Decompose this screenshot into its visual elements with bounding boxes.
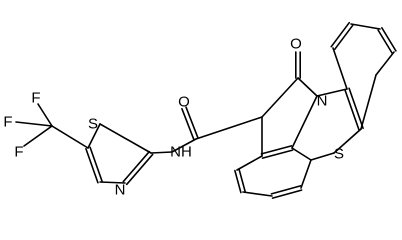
bond-Ct-St [99, 123, 152, 154]
thiazole-sulfur-label: S [88, 116, 98, 133]
bond-C2-A1 [236, 155, 263, 171]
bond-NH-Ct [150, 151, 173, 154]
ketone-oxygen-label: O [290, 36, 302, 53]
bond-C4-C5 [85, 147, 99, 184]
bond-R2-R7 [360, 74, 377, 130]
bond-Ccarb-C1 [261, 77, 299, 118]
bond-C4-C5 [89, 146, 103, 183]
bond-R7-R1 [348, 87, 364, 130]
phenothiazine-sulfur-label: S [334, 146, 344, 163]
molecule-structure: O O N S S N NH F F F [3, 21, 397, 199]
bond-St-C5 [87, 123, 101, 149]
fluorine-1-label: F [31, 90, 40, 107]
bond-S-R7 [333, 128, 362, 154]
bond-A1-A2 [234, 169, 242, 194]
bond-CF3-F2 [15, 121, 53, 127]
amide-oxygen-label: O [178, 94, 190, 111]
bond-C5-CF3 [51, 125, 89, 149]
bond-Ca-Oam [185, 106, 199, 140]
bond-Ct-Nt [125, 153, 154, 186]
bond-A2-A3 [242, 191, 273, 197]
bond-R1-R6 [332, 47, 348, 90]
bond-lines [15, 21, 397, 199]
bond-R4-R3 [377, 29, 393, 54]
bond-A4-A5 [300, 159, 312, 189]
bond-A5-S [310, 152, 335, 161]
bond-R3-R2 [375, 51, 395, 76]
bond-Ca-NH [171, 138, 197, 153]
bond-Nt-C4 [99, 181, 126, 184]
bond-R4-R3 [381, 27, 397, 52]
amide-nh-label: NH [170, 144, 192, 161]
bond-R1-N [316, 88, 348, 97]
bond-C3-A5 [291, 147, 312, 161]
bond-CF3-F3 [23, 125, 53, 147]
bond-C1-Ca [195, 116, 263, 140]
thiazole-nitrogen-label: N [115, 182, 126, 199]
bond-C2-C3 [261, 149, 294, 159]
bond-A3-A4 [271, 189, 303, 199]
bond-R7-R1 [344, 88, 360, 131]
bond-R5-R4 [350, 23, 381, 30]
bond-Ccarb-N [297, 77, 318, 97]
fluorine-2-label: F [3, 114, 12, 131]
ring-nitrogen-label: N [317, 93, 328, 110]
atom-labels: O O N S S N NH F F F [3, 36, 344, 199]
bond-A1-A2 [238, 168, 246, 193]
bond-C3-N [291, 95, 318, 149]
bond-Ct-Nt [122, 150, 151, 183]
bond-R6-R5 [333, 24, 354, 51]
bond-R6-R5 [330, 21, 351, 48]
bond-C2-C3 [260, 145, 293, 155]
bond-Ca-Oam [181, 107, 195, 141]
bond-A3-A4 [270, 185, 302, 195]
bond-CF3-F1 [37, 103, 53, 127]
fluorine-3-label: F [14, 144, 23, 161]
